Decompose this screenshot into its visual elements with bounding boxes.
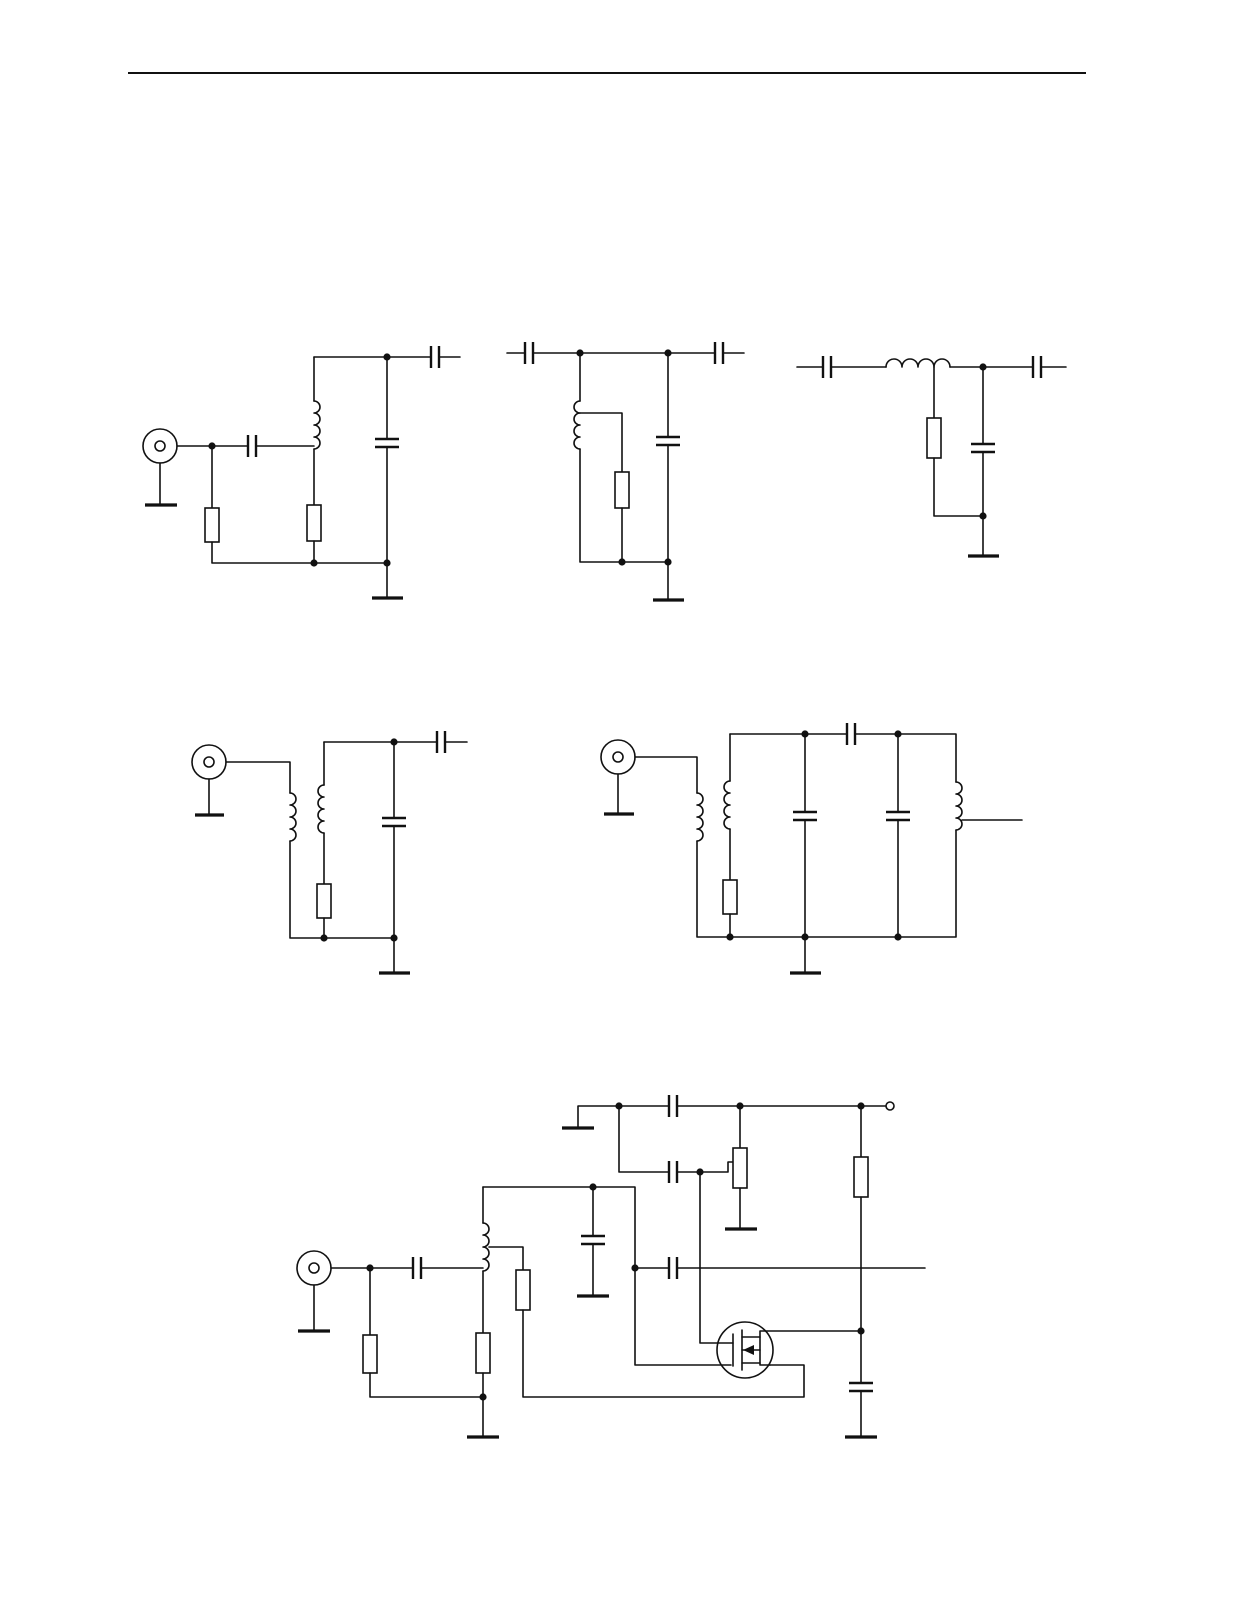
capacitor-icon <box>429 346 441 368</box>
capacitor-icon <box>246 435 258 457</box>
resistor-icon <box>614 471 630 509</box>
circuit-c <box>796 356 1067 558</box>
capacitor-icon <box>382 816 406 828</box>
inductor-icon <box>955 781 963 831</box>
capacitor-icon <box>1031 356 1043 378</box>
inductor-icon <box>482 1222 490 1272</box>
capacitor-icon <box>435 731 447 753</box>
coax-connector-icon <box>600 739 636 816</box>
capacitor-icon <box>886 810 910 822</box>
inductor-icon <box>317 784 325 834</box>
inductor-icon <box>723 780 731 830</box>
coax-connector-icon <box>142 428 178 507</box>
capacitor-icon <box>375 437 399 449</box>
capacitor-icon <box>821 356 833 378</box>
terminal-icon <box>885 1101 895 1111</box>
inductor-icon <box>289 792 297 842</box>
resistor-icon <box>722 879 738 915</box>
capacitor-icon <box>793 810 817 822</box>
circuit-d <box>191 731 468 975</box>
resistor-icon <box>853 1156 869 1198</box>
mosfet-icon <box>716 1321 862 1379</box>
coax-connector-icon <box>296 1250 332 1333</box>
resistor-icon <box>515 1269 531 1311</box>
inductor-icon <box>885 358 951 368</box>
resistor-icon <box>204 507 220 543</box>
resistor-icon <box>732 1147 748 1189</box>
resistor-icon <box>475 1332 491 1374</box>
circuit-b <box>506 342 745 602</box>
capacitor-icon <box>523 342 535 364</box>
coax-connector-icon <box>191 744 227 817</box>
inductor-icon <box>573 400 581 450</box>
capacitor-icon <box>667 1095 679 1117</box>
capacitor-icon <box>667 1161 679 1183</box>
capacitor-icon <box>411 1257 423 1279</box>
capacitor-icon <box>845 723 857 745</box>
circuit-f <box>296 1095 926 1439</box>
capacitor-icon <box>581 1234 605 1246</box>
inductor-icon <box>696 792 704 842</box>
resistor-icon <box>306 504 322 542</box>
capacitor-icon <box>656 435 680 447</box>
resistor-icon <box>926 417 942 459</box>
circuit-a <box>142 346 461 600</box>
capacitor-icon <box>713 342 725 364</box>
resistor-icon <box>316 883 332 919</box>
circuit-e <box>600 723 1023 975</box>
resistor-icon <box>362 1334 378 1374</box>
capacitor-icon <box>849 1381 873 1393</box>
capacitor-icon <box>667 1257 679 1279</box>
inductor-icon <box>313 400 321 450</box>
capacitor-icon <box>971 442 995 454</box>
